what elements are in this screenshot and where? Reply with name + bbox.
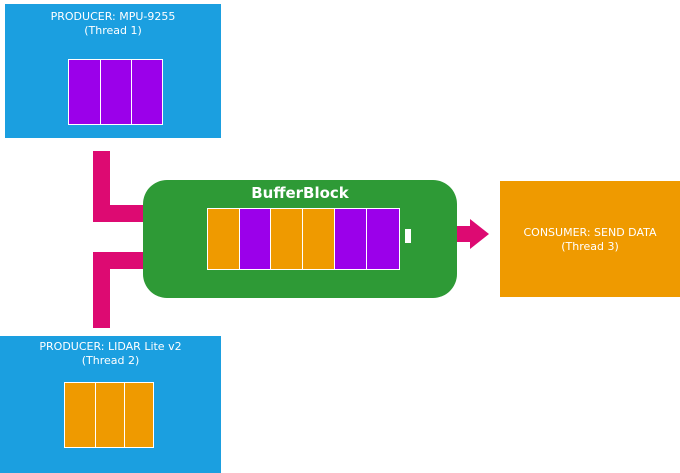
consumer-arrow-head [470, 219, 489, 249]
bufferblock-title: BufferBlock [251, 184, 349, 202]
buffer-output-marker [404, 228, 412, 244]
buffer-item [302, 208, 335, 270]
producer-lidar-thread: (Thread 2) [81, 354, 140, 367]
producer1-arrow-stem [93, 151, 110, 213]
consumer-title: CONSUMER: SEND DATA [523, 226, 657, 239]
consumer-box: CONSUMER: SEND DATA (Thread 3) [500, 181, 680, 297]
producer-mpu9255-box: PRODUCER: MPU-9255 (Thread 1) [5, 4, 221, 138]
producer1-queue-item [131, 59, 163, 125]
producer-mpu9255-title: PRODUCER: MPU-9255 [50, 10, 176, 23]
producer2-queue-item [124, 382, 154, 448]
producer-lidar-box: PRODUCER: LIDAR Lite v2 (Thread 2) [0, 336, 221, 473]
buffer-item [270, 208, 303, 270]
producer-lidar-title: PRODUCER: LIDAR Lite v2 [39, 340, 182, 353]
bufferblock-container: BufferBlock [143, 180, 457, 298]
producer2-arrow-stem [93, 252, 110, 328]
consumer-thread: (Thread 3) [561, 240, 619, 253]
producer-mpu9255-thread: (Thread 1) [84, 24, 142, 37]
buffer-item [366, 208, 400, 270]
buffer-item [207, 208, 240, 270]
producer2-queue-item [64, 382, 96, 448]
producer1-queue-item [100, 59, 132, 125]
buffer-item [334, 208, 367, 270]
buffer-item [239, 208, 271, 270]
